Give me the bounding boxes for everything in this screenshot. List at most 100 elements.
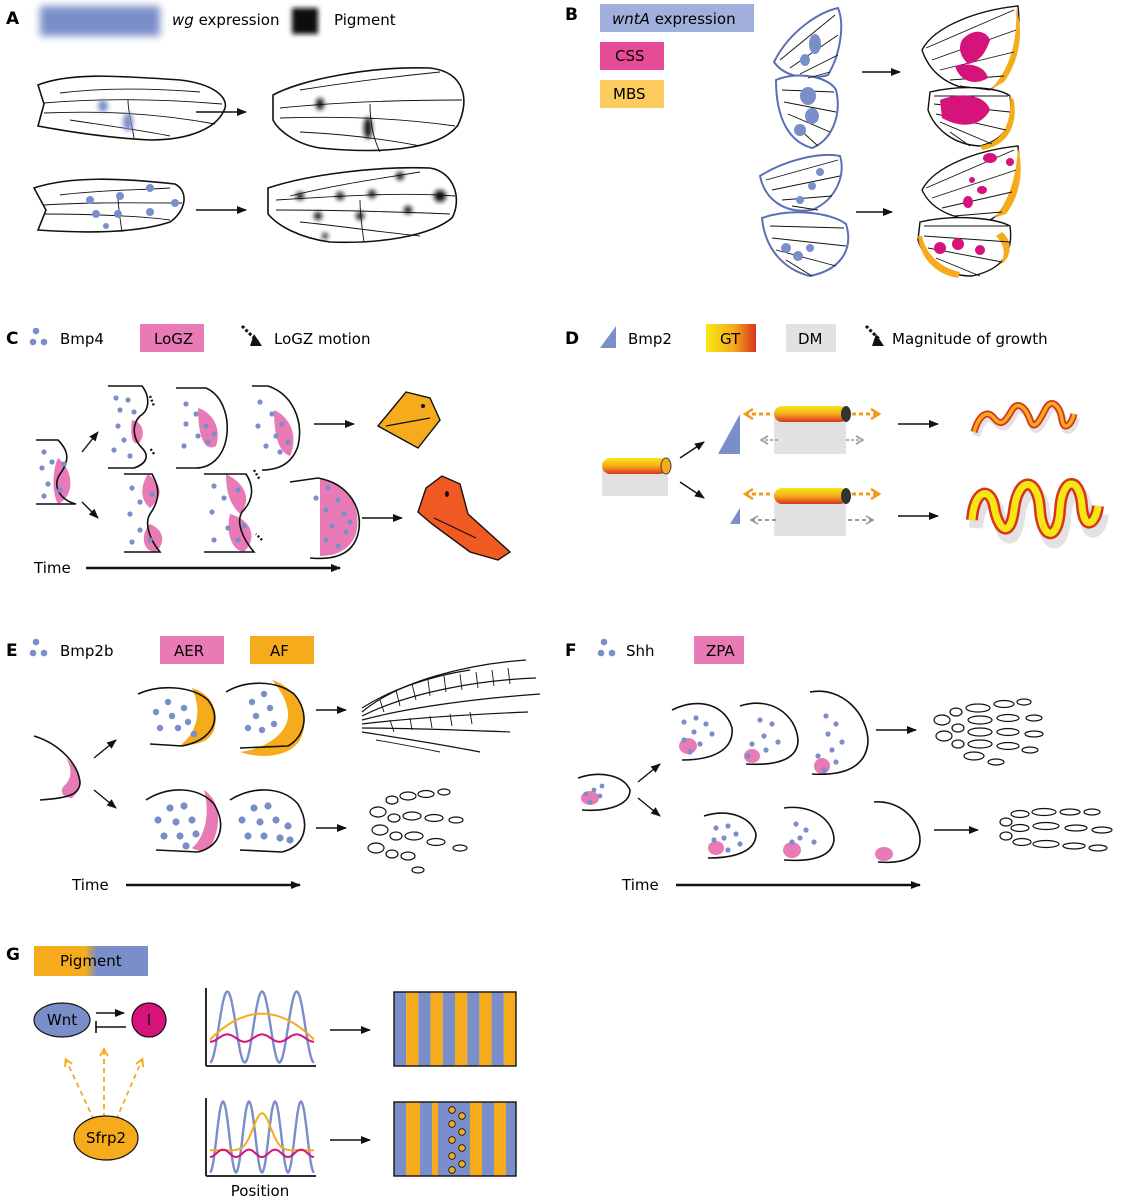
logz-motion-icon xyxy=(240,324,262,346)
wnt-curve-lower xyxy=(209,1099,315,1175)
stripe-pattern-upper xyxy=(393,991,517,1067)
spot-5 xyxy=(448,1136,456,1144)
stripe-upper-2 xyxy=(406,992,419,1066)
wnt-curve-upper xyxy=(209,990,315,1064)
fly-wing-adult-lower xyxy=(267,166,458,244)
panel-label-b: B xyxy=(565,5,578,25)
panel-label-f: F xyxy=(565,641,577,661)
legend-css: CSS xyxy=(615,47,645,65)
panel-d: D Bmp2 GT DM Magnitude of growth xyxy=(565,324,1109,549)
panel-g: G Pigment Wnt I Sfrp2 xyxy=(6,945,517,1200)
svg-text:I: I xyxy=(147,1011,151,1029)
beak-upper-stage-3 xyxy=(252,385,301,471)
stripe-upper-9 xyxy=(491,992,504,1066)
dm-swatch xyxy=(786,324,836,352)
stripe-lower-accent-1 xyxy=(406,1102,420,1176)
sfrp2-curve-upper xyxy=(209,1012,315,1041)
fin-stage-1 xyxy=(137,686,216,747)
wg-expression-swatch xyxy=(40,6,160,36)
limb-bud-initial xyxy=(577,773,631,812)
magnitude-of-growth-icon xyxy=(864,324,884,346)
hand-skeleton-icon xyxy=(933,698,1044,766)
beak-lower-stage-3 xyxy=(289,477,361,560)
spot-7 xyxy=(448,1152,456,1160)
stripe-upper-10 xyxy=(503,992,516,1066)
stripe-lower-7 xyxy=(482,1102,494,1176)
duck-bill-icon xyxy=(417,475,512,561)
af-swatch xyxy=(250,636,314,664)
fin-skeleton-icon xyxy=(999,807,1113,852)
beak-lower-stage-2 xyxy=(204,469,263,553)
stripe-lower-accent-2 xyxy=(432,1102,438,1176)
panel-f: F Shh ZPA xyxy=(565,636,1113,894)
legend-wg-expression: wg expression xyxy=(172,11,279,29)
sfrp2-curve-lower xyxy=(210,1112,314,1152)
bmp2-legend-wedge xyxy=(600,326,616,348)
fin-stage-2 xyxy=(225,680,305,756)
stripe-lower-border xyxy=(393,1101,517,1177)
beak-lower-stage-1 xyxy=(124,473,163,553)
limb-bud-upper-3 xyxy=(809,690,869,776)
limb-bud-lower-3 xyxy=(873,801,921,864)
time-label-f: Time xyxy=(621,876,659,894)
butterfly-adult-upper xyxy=(921,5,1020,150)
stripe-lower-1 xyxy=(394,1102,406,1176)
panel-label-a: A xyxy=(6,9,20,29)
panel-e: E Bmp2b AER AF xyxy=(6,636,541,894)
tissue-growth-lower xyxy=(730,488,878,536)
panel-b: B wntA expression CSS MBS xyxy=(565,4,1021,278)
stripe-lower-3 xyxy=(420,1102,432,1176)
logz-swatch xyxy=(140,324,204,352)
limb-bud-upper-2 xyxy=(739,702,799,766)
limb-bud-lower-1 xyxy=(703,812,757,859)
svg-text:Sfrp2: Sfrp2 xyxy=(86,1129,126,1147)
panel-label-d: D xyxy=(565,329,579,349)
spot-9 xyxy=(448,1166,456,1174)
stripe-lower-9 xyxy=(506,1102,516,1176)
limb-stage-1 xyxy=(145,789,222,853)
stripe-lower-accent-3 xyxy=(470,1102,482,1176)
finch-beak-icon xyxy=(376,391,441,449)
wnta-expression-swatch xyxy=(600,4,754,32)
stripe-upper-border xyxy=(393,991,517,1067)
fly-wing-disc-lower xyxy=(32,178,185,233)
panel-label-g: G xyxy=(6,945,20,965)
inhibitor-curve-lower xyxy=(209,1148,315,1159)
butterfly-pupal-wing-lower xyxy=(758,154,850,278)
stripe-upper-6 xyxy=(455,992,468,1066)
limb-bones-icon xyxy=(367,788,468,874)
legend-logz-motion: LoGZ motion xyxy=(274,330,370,348)
inhibitor-node: I xyxy=(131,1002,167,1038)
butterfly-pupal-wing-upper xyxy=(772,6,843,150)
legend-aer: AER xyxy=(174,642,204,660)
stripe-upper-5 xyxy=(442,992,455,1066)
legend-mbs: MBS xyxy=(613,85,646,103)
legend-bmp2b: Bmp2b xyxy=(60,642,114,660)
limb-bud-upper-1 xyxy=(671,702,733,761)
legend-wnta-expression: wntA expression xyxy=(612,10,736,28)
stripe-upper-3 xyxy=(418,992,431,1066)
panel-a: A wg expression Pigment xyxy=(6,6,465,244)
svg-text:Wnt: Wnt xyxy=(47,1011,77,1029)
shh-legend-dots xyxy=(597,638,616,657)
beak-upper-stage-1 xyxy=(108,385,156,469)
spot-3 xyxy=(448,1120,456,1128)
butterfly-adult-lower xyxy=(917,145,1021,278)
gt-swatch xyxy=(706,324,756,352)
x-axis-label-position: Position xyxy=(231,1182,289,1200)
stripe-pattern-lower xyxy=(393,1101,517,1177)
legend-dm: DM xyxy=(798,330,823,348)
legend-zpa: ZPA xyxy=(706,642,735,660)
stripe-upper-8 xyxy=(479,992,492,1066)
stripe-upper-4 xyxy=(430,992,443,1066)
beak-upper-stage-2 xyxy=(176,387,228,469)
sfrp2-node: Sfrp2 xyxy=(73,1115,139,1161)
fly-wing-adult-upper xyxy=(272,67,465,153)
spot-6 xyxy=(458,1144,466,1152)
legend-bmp4: Bmp4 xyxy=(60,330,104,348)
panel-label-c: C xyxy=(6,329,18,349)
pigment-swatch xyxy=(292,8,318,34)
folded-tissue-large xyxy=(966,478,1109,549)
inhibitor-curve-upper xyxy=(210,1033,314,1043)
